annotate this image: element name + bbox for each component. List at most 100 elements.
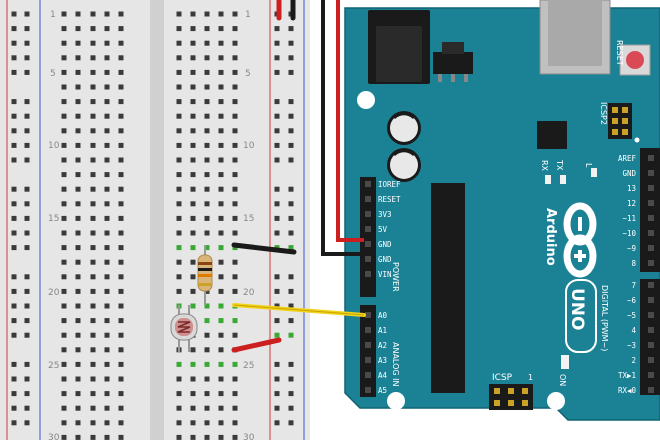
breadboard-hole xyxy=(190,245,196,251)
breadboard-hole xyxy=(176,157,182,163)
digital-pin-socket xyxy=(648,170,654,176)
breadboard-hole xyxy=(118,245,124,251)
breadboard-hole xyxy=(190,230,196,236)
breadboard-holes xyxy=(11,11,294,440)
breadboard-hole xyxy=(204,40,210,46)
breadboard-hole xyxy=(288,405,294,411)
digital-pin-socket xyxy=(648,155,654,161)
breadboard-hole xyxy=(61,376,67,382)
wire-red-5v xyxy=(336,0,364,242)
digital-pin-socket xyxy=(648,245,654,251)
breadboard-hole xyxy=(61,215,67,221)
reset-button[interactable] xyxy=(619,44,651,76)
analog-pin-label: A2 xyxy=(378,341,387,350)
breadboard-hole xyxy=(176,84,182,90)
breadboard-hole xyxy=(118,186,124,192)
breadboard-hole xyxy=(288,215,294,221)
breadboard-hole xyxy=(75,391,81,397)
digital-pin-label: 7 xyxy=(631,281,636,290)
analog-label: ANALOG IN xyxy=(391,342,400,387)
breadboard-hole xyxy=(61,69,67,75)
breadboard-hole xyxy=(218,84,224,90)
breadboard-hole xyxy=(24,128,30,134)
usb-connector-inner xyxy=(548,0,602,66)
breadboard-hole xyxy=(11,128,17,134)
wire-red-rail xyxy=(231,337,282,353)
breadboard-hole xyxy=(190,376,196,382)
breadboard-hole xyxy=(274,201,280,207)
breadboard-hole xyxy=(118,55,124,61)
breadboard-hole xyxy=(61,26,67,32)
breadboard-hole xyxy=(75,69,81,75)
breadboard-hole xyxy=(274,288,280,294)
breadboard-hole xyxy=(104,142,110,148)
breadboard-hole xyxy=(190,215,196,221)
breadboard-hole xyxy=(75,361,81,367)
breadboard-hole xyxy=(90,230,96,236)
breadboard-hole xyxy=(190,142,196,148)
breadboard-hole xyxy=(274,55,280,61)
breadboard-hole xyxy=(204,172,210,178)
breadboard-hole xyxy=(61,318,67,324)
power-pin-socket xyxy=(365,271,371,277)
breadboard-hole xyxy=(104,55,110,61)
breadboard-hole xyxy=(288,128,294,134)
breadboard-hole xyxy=(232,318,238,324)
breadboard-hole xyxy=(104,347,110,353)
breadboard-hole xyxy=(90,332,96,338)
breadboard-hole xyxy=(232,172,238,178)
breadboard-hole xyxy=(218,157,224,163)
breadboard-hole xyxy=(11,288,17,294)
breadboard-hole xyxy=(90,215,96,221)
digital-pin-label: ~9 xyxy=(627,244,636,253)
breadboard-hole xyxy=(75,347,81,353)
breadboard-hole xyxy=(274,69,280,75)
breadboard-hole xyxy=(118,434,124,440)
breadboard-hole xyxy=(90,142,96,148)
breadboard-hole xyxy=(118,157,124,163)
breadboard-hole xyxy=(61,361,67,367)
breadboard-hole xyxy=(204,303,210,309)
breadboard-hole xyxy=(90,405,96,411)
breadboard-hole xyxy=(218,26,224,32)
breadboard-hole xyxy=(176,230,182,236)
power-label: POWER xyxy=(391,262,400,292)
digital-header-bottom xyxy=(640,279,660,395)
breadboard-hole xyxy=(218,376,224,382)
breadboard-hole xyxy=(204,245,210,251)
analog-pin-label: A4 xyxy=(378,371,388,380)
breadboard-hole xyxy=(24,376,30,382)
breadboard-hole xyxy=(218,391,224,397)
breadboard-hole xyxy=(90,84,96,90)
breadboard-hole xyxy=(61,347,67,353)
breadboard-hole xyxy=(274,361,280,367)
breadboard-hole xyxy=(118,40,124,46)
breadboard-hole xyxy=(218,172,224,178)
breadboard-hole xyxy=(90,40,96,46)
arduino-brand-text: Arduino xyxy=(543,208,558,266)
digital-pin-label: ~6 xyxy=(627,296,637,305)
digital-pin-socket xyxy=(648,372,654,378)
power-pin-label: 5V xyxy=(378,225,388,234)
atmega-microcontroller xyxy=(431,183,465,393)
breadboard-hole xyxy=(90,128,96,134)
breadboard-hole xyxy=(61,420,67,426)
breadboard-hole xyxy=(204,405,210,411)
breadboard-hole xyxy=(104,288,110,294)
breadboard-hole xyxy=(274,332,280,338)
breadboard-hole xyxy=(11,376,17,382)
breadboard-hole xyxy=(75,128,81,134)
breadboard-hole xyxy=(218,142,224,148)
breadboard-hole xyxy=(204,420,210,426)
arduino-pcb xyxy=(344,7,660,421)
breadboard-hole xyxy=(190,84,196,90)
breadboard-hole xyxy=(218,113,224,119)
breadboard-hole xyxy=(11,405,17,411)
breadboard-hole xyxy=(218,420,224,426)
breadboard-hole xyxy=(118,99,124,105)
breadboard-hole xyxy=(176,69,182,75)
breadboard-hole xyxy=(204,318,210,324)
